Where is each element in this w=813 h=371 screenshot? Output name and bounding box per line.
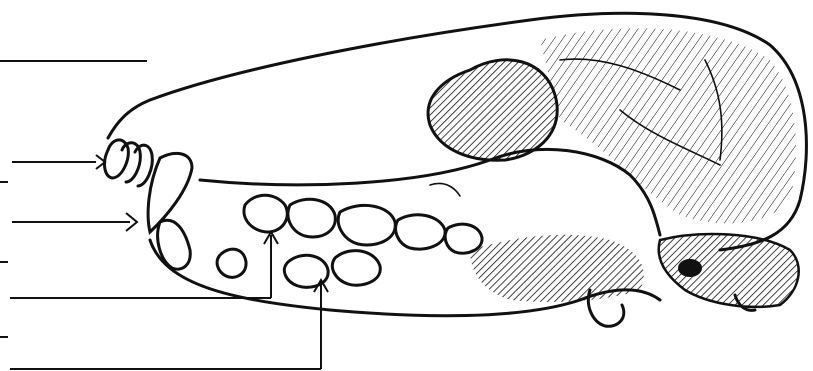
orbit [428,60,557,160]
zygomatic-arch [200,149,660,235]
cranium-shading [540,28,796,223]
upper-teeth [244,195,482,253]
infraorbital-mark [430,183,460,196]
mandible-shading [470,235,644,302]
auditory-meatus [678,259,702,277]
lower-teeth [217,249,380,287]
snout-outline [108,100,150,138]
incisors [105,140,153,186]
